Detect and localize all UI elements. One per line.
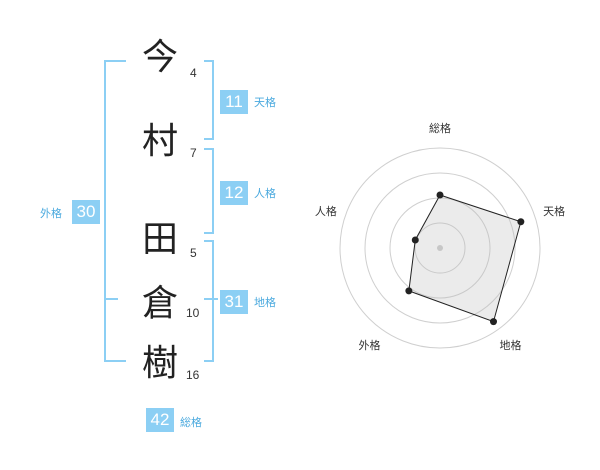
radar-point-2 [517,218,525,226]
radar-point-4 [405,287,413,295]
jinkaku-bracket [204,148,214,234]
tenkaku-label: 天格 [254,97,276,109]
chikaku-bracket [204,240,214,362]
name-character-2: 村 [141,121,178,162]
name-character-3: 田 [141,219,178,260]
chikaku-value-box: 31 [220,290,248,314]
soukaku-label: 総格 [180,417,202,429]
stroke-count-1: 4 [190,66,197,80]
radar-center-dot [437,245,443,251]
gaikaku-label: 外格 [40,208,62,220]
stroke-count-3: 5 [190,246,197,260]
tenkaku-bracket [204,60,214,140]
radar-point-3 [489,318,497,326]
radar-ring-1 [414,222,466,274]
stroke-count-4: 10 [186,306,200,320]
radar-axis-label-1: 総格 [429,121,451,135]
jinkaku-label: 人格 [254,188,276,200]
name-character-5: 樹 [141,343,178,384]
outer-bracket-middle-tick [104,298,118,300]
tenkaku-value-box: 11 [220,90,248,114]
radar-axis-label-4: 外格 [358,338,380,352]
radar-axis-label-2: 天格 [543,204,565,218]
chikaku-bracket-middle-tick [204,298,218,300]
chikaku-label: 地格 [254,297,276,309]
radar-ring-3 [364,172,516,324]
radar-data-polygon [408,194,522,323]
name-character-4: 倉 [141,283,178,324]
name-character-1: 今 [141,37,178,78]
outer-bracket [104,60,126,362]
stroke-count-2: 7 [190,146,197,160]
radar-ring-4 [339,147,541,349]
jinkaku-value-box: 12 [220,181,248,205]
radar-point-1 [436,191,444,199]
soukaku-value-box: 42 [146,408,174,432]
radar-point-5 [411,236,419,244]
radar-axis-label-3: 地格 [500,338,522,352]
stroke-count-5: 16 [186,368,200,382]
radar-axis-label-5: 人格 [315,204,337,218]
gaikaku-value-box: 30 [72,200,100,224]
